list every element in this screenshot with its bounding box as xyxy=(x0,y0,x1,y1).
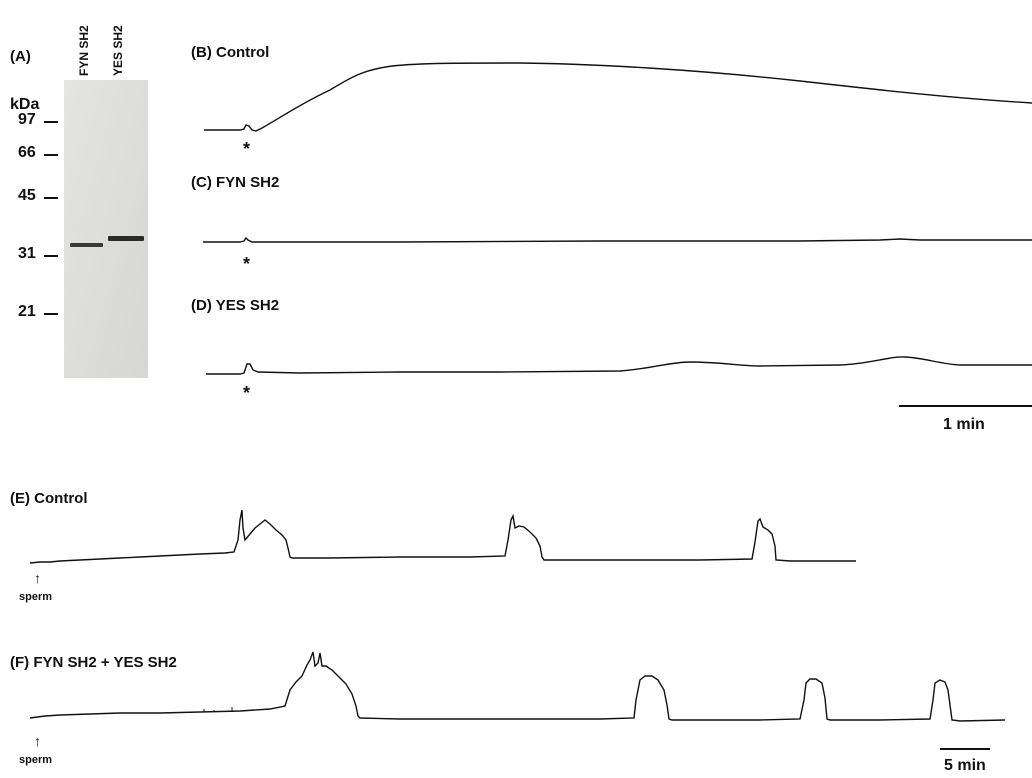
marker-ticks xyxy=(44,121,58,315)
marker-21: 21 xyxy=(18,303,36,320)
trace-d xyxy=(206,356,1032,375)
gel-band-fyn xyxy=(70,243,103,247)
kda-unit-label: kDa xyxy=(10,96,40,113)
marker-66: 66 xyxy=(18,144,36,161)
sperm-label-f: sperm xyxy=(19,754,53,766)
stimulus-marker-c: * xyxy=(243,254,251,274)
trace-f xyxy=(29,651,1006,722)
sperm-label-e: sperm xyxy=(19,591,53,603)
panel-e-label: (E) Control xyxy=(10,490,88,507)
sperm-arrow-f: ↑ xyxy=(34,733,41,749)
panel-f-label: (F) FYN SH2 + YES SH2 xyxy=(10,654,177,671)
marker-45: 45 xyxy=(18,187,36,204)
panel-b-label: (B) Control xyxy=(191,44,270,61)
sperm-arrow-e: ↑ xyxy=(34,570,41,586)
panel-a-label: (A) xyxy=(10,48,31,65)
stimulus-marker-d: * xyxy=(243,383,251,403)
panel-d-label: (D) YES SH2 xyxy=(191,297,280,314)
gel-band-yes xyxy=(108,236,144,241)
stimulus-marker-b: * xyxy=(243,139,251,159)
scale-bar-label-bottom: 5 min xyxy=(944,757,986,774)
trace-b xyxy=(204,62,1032,132)
marker-97: 97 xyxy=(18,111,36,128)
scale-bar-label-top: 1 min xyxy=(943,416,985,433)
trace-c xyxy=(203,236,1032,243)
gel-image xyxy=(64,80,148,378)
panel-c-label: (C) FYN SH2 xyxy=(191,174,280,191)
trace-f-artifacts xyxy=(203,707,233,712)
trace-e xyxy=(29,509,856,564)
marker-31: 31 xyxy=(18,245,36,262)
